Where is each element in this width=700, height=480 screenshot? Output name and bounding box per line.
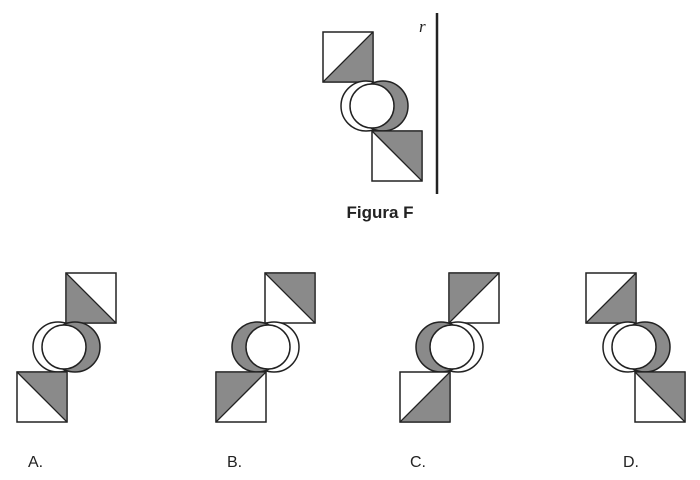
figure-f <box>322 13 439 194</box>
option-d-circles <box>602 321 671 373</box>
option-d-label[interactable]: D. <box>623 454 639 471</box>
option-c-circles <box>415 321 484 373</box>
figure-f-top-square <box>322 31 374 83</box>
option-b-top-square <box>264 272 316 324</box>
option-b-circles <box>231 321 300 373</box>
option-a-label[interactable]: A. <box>28 454 44 471</box>
option-d-figure <box>585 272 686 423</box>
option-d-bottom-square <box>634 371 686 423</box>
option-a-figure <box>16 272 117 423</box>
figure-f-circles <box>340 80 409 132</box>
option-c-label[interactable]: C. <box>410 454 426 471</box>
option-c-top-square <box>448 272 500 324</box>
figure-f-bottom-square <box>371 130 423 182</box>
option-a-bottom-square <box>16 371 68 423</box>
option-a-circles <box>32 321 101 373</box>
option-b-figure <box>215 272 316 423</box>
option-d-top-square <box>585 272 637 324</box>
option-b-bottom-square <box>215 371 267 423</box>
mirror-line-label: r <box>419 17 426 36</box>
option-a-top-square <box>65 272 117 324</box>
figure-caption: Figura F <box>346 203 414 222</box>
option-c-bottom-square <box>399 371 451 423</box>
option-b-label[interactable]: B. <box>227 454 243 471</box>
option-c-figure <box>399 272 500 423</box>
